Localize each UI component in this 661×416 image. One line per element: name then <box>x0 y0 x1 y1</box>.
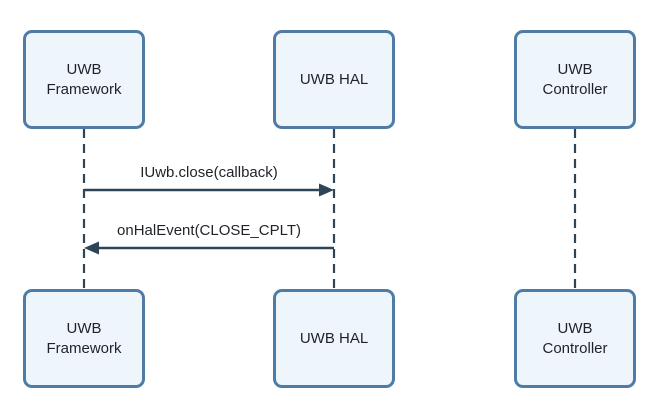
arrowhead-left-icon <box>84 241 99 255</box>
actor-box-uwb-framework-bottom: UWB Framework <box>23 289 145 388</box>
actor-box-uwb-controller-bottom: UWB Controller <box>514 289 636 388</box>
actor-box-uwb-controller-top: UWB Controller <box>514 30 636 129</box>
actor-label-uwb-framework: UWB Framework <box>46 61 122 98</box>
actor-label-uwb-framework: UWB Framework <box>46 320 122 357</box>
actor-label-uwb-hal: UWB HAL <box>299 329 369 347</box>
arrowhead-right-icon <box>319 183 334 197</box>
message-label-iuwb-close: IUwb.close(callback) <box>140 164 278 181</box>
actor-label-uwb-hal: UWB HAL <box>299 70 369 88</box>
message-label-onhalevent: onHalEvent(CLOSE_CPLT) <box>117 222 301 239</box>
actor-box-uwb-hal-bottom: UWB HAL <box>273 289 395 388</box>
actor-box-uwb-hal-top: UWB HAL <box>273 30 395 129</box>
actor-label-uwb-controller: UWB Controller <box>542 320 608 357</box>
actor-label-uwb-controller: UWB Controller <box>542 61 608 98</box>
actor-box-uwb-framework-top: UWB Framework <box>23 30 145 129</box>
